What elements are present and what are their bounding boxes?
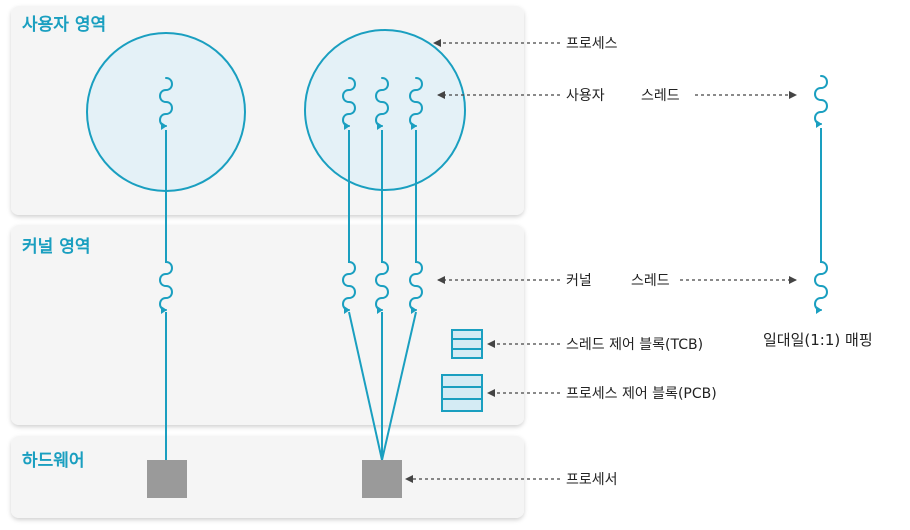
- kernel-thread-icon: [409, 261, 423, 314]
- processor-link-line: [348, 311, 383, 461]
- processor-chip: [362, 460, 402, 498]
- user-thread-label-a: 사용자: [566, 88, 605, 104]
- hardware-title: 하드웨어: [22, 451, 85, 471]
- user-space-title: 사용자 영역: [22, 15, 106, 35]
- processor-label: 프로세서: [566, 472, 618, 488]
- user-thread-icon: [342, 77, 356, 130]
- user-thread-icon: [375, 77, 389, 130]
- tcb-label: 스레드 제어 블록(TCB): [566, 337, 703, 353]
- kernel-thread-icon: [375, 261, 389, 314]
- kernel-thread-icon: [159, 261, 173, 314]
- pcb-label: 프로세스 제어 블록(PCB): [566, 386, 717, 402]
- processor-link-line: [381, 311, 417, 461]
- tcb-block-icon: [451, 329, 483, 359]
- user-thread-icon: [814, 75, 828, 128]
- kernel-thread-label-a: 커널: [566, 273, 592, 289]
- multi-thread-process-circle: [304, 29, 466, 191]
- thread-squiggles: [159, 75, 828, 314]
- pcb-block-icon: [441, 374, 483, 412]
- hardware-region: [11, 436, 524, 518]
- kernel-thread-label-b: 스레드: [631, 273, 670, 289]
- user-thread-icon: [409, 77, 423, 130]
- kernel-thread-icon: [814, 261, 828, 314]
- user-thread-icon: [159, 77, 173, 130]
- kernel-space-title: 커널 영역: [22, 237, 90, 257]
- thread-mapping-lines: [165, 128, 822, 462]
- process-label: 프로세스: [566, 36, 618, 52]
- kernel-thread-icon: [342, 261, 356, 314]
- user-thread-label-b: 스레드: [641, 88, 680, 104]
- kernel-space-region: [11, 225, 524, 425]
- processor-chip: [147, 460, 187, 498]
- mapping-label: 일대일(1:1) 매핑: [763, 331, 873, 349]
